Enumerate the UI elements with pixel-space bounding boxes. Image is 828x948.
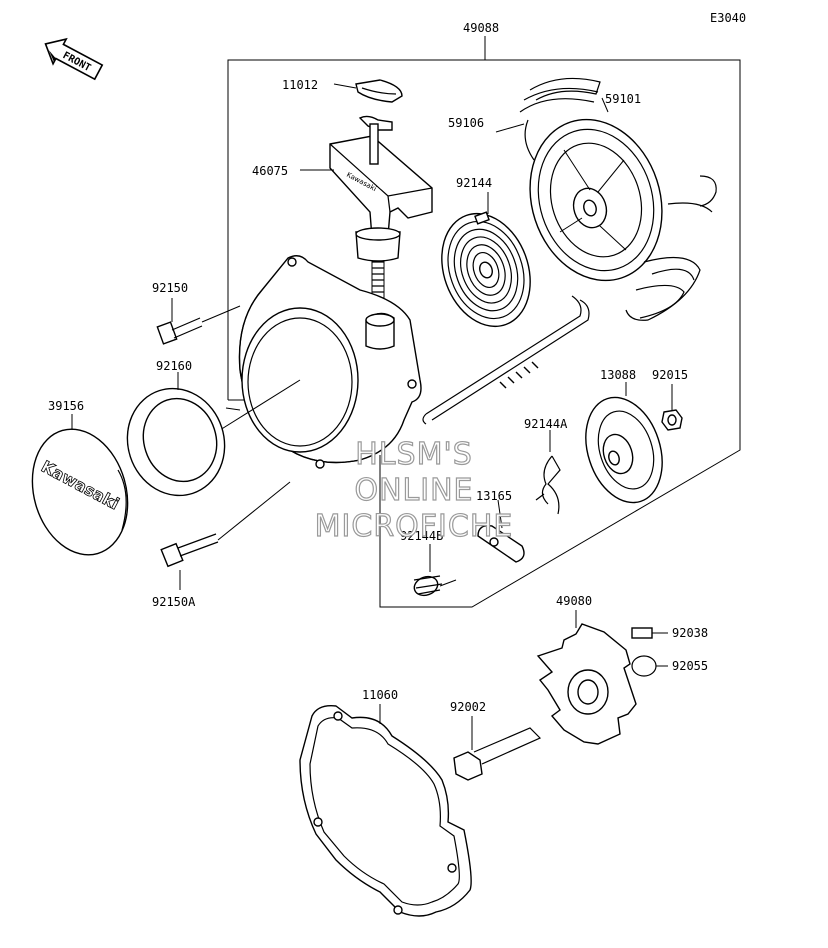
label-92015: 92015 bbox=[652, 368, 688, 382]
label-92144A: 92144A bbox=[524, 417, 568, 431]
part-92002-bolt bbox=[453, 716, 542, 781]
leader-lines bbox=[300, 83, 609, 214]
label-92002: 92002 bbox=[450, 700, 486, 714]
part-92160-ring bbox=[126, 372, 226, 497]
part-11012-cap bbox=[355, 79, 403, 103]
part-92015-nut bbox=[661, 384, 683, 431]
label-92150: 92150 bbox=[152, 281, 188, 295]
part-92150-bolt bbox=[156, 298, 241, 345]
front-arrow-icon: FRONT bbox=[44, 37, 104, 81]
part-11060-gasket bbox=[299, 704, 472, 917]
label-11060: 11060 bbox=[362, 688, 398, 702]
label-46075: 46075 bbox=[252, 164, 288, 178]
part-labels: E3040 49088 11012 59101 59106 46075 9214… bbox=[48, 11, 746, 714]
part-92144A-spring bbox=[535, 430, 561, 515]
recoil-housing bbox=[219, 255, 422, 469]
label-13088: 13088 bbox=[600, 368, 636, 382]
assembly-frame-49088 bbox=[227, 36, 741, 608]
watermark: HLSM'S ONLINE MICROFICHE bbox=[314, 436, 514, 544]
part-92055-oring bbox=[631, 655, 668, 677]
part-92144B-spring bbox=[413, 544, 457, 597]
label-59101: 59101 bbox=[605, 92, 641, 106]
part-92038-key bbox=[631, 627, 668, 639]
label-92150A: 92150A bbox=[152, 595, 196, 609]
part-92144-spiral-spring bbox=[441, 211, 531, 328]
part-92150A-bolt bbox=[160, 481, 291, 590]
label-92055: 92055 bbox=[672, 659, 708, 673]
label-92038: 92038 bbox=[672, 626, 708, 640]
label-92144B: 92144B bbox=[400, 529, 443, 543]
label-13165: 13165 bbox=[476, 489, 512, 503]
part-39156-cover: Kawasaki bbox=[31, 414, 129, 556]
label-49088: 49088 bbox=[463, 21, 499, 35]
watermark-line-3: MICROFICHE bbox=[315, 509, 514, 544]
label-11012: 11012 bbox=[282, 78, 318, 92]
label-39156: 39156 bbox=[48, 399, 84, 413]
watermark-line-2: ONLINE bbox=[354, 473, 473, 508]
label-59106: 59106 bbox=[448, 116, 484, 130]
label-49080: 49080 bbox=[556, 594, 592, 608]
diagram-code: E3040 bbox=[710, 11, 746, 25]
label-92160: 92160 bbox=[156, 359, 192, 373]
part-13165-pawl bbox=[477, 499, 525, 563]
label-92144: 92144 bbox=[456, 176, 492, 190]
part-59101-reel bbox=[529, 118, 663, 282]
part-49080-drum bbox=[536, 610, 637, 745]
part-59106-rope bbox=[422, 77, 717, 425]
part-13088-ratchet bbox=[585, 382, 663, 504]
watermark-line-1: HLSM'S bbox=[355, 437, 473, 472]
part-46075-handle: Kawasaki bbox=[329, 115, 433, 262]
